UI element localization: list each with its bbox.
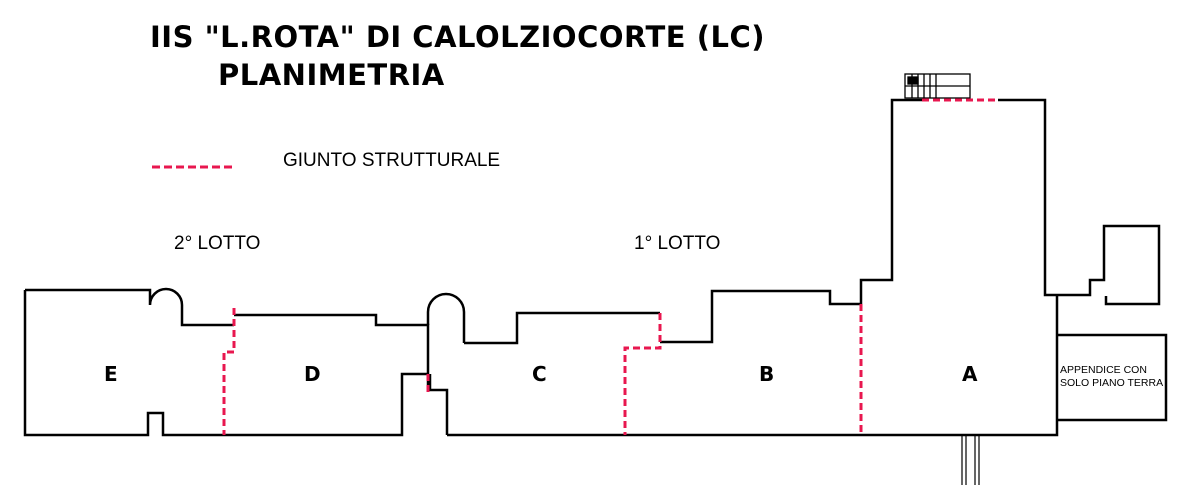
block-a-outline [859, 98, 1161, 437]
page-title: IIS "L.ROTA" DI CALOLZIOCORTE (LC) [150, 20, 765, 54]
block-label-a: A [962, 362, 978, 386]
joint-e-d [222, 308, 236, 435]
connector-dc-outline [426, 292, 466, 435]
block-e-outline [23, 287, 234, 437]
joint-c-b [623, 313, 662, 435]
lot-label-second: 2° LOTTO [174, 233, 261, 254]
appendix-label-line2: SOLO PIANO TERRA [1060, 377, 1164, 389]
lot-label-first: 1° LOTTO [634, 233, 721, 254]
appendix-label: APPENDICE CON SOLO PIANO TERRA [1060, 364, 1163, 390]
block-label-d: D [304, 362, 321, 386]
block-b-outline [625, 289, 861, 437]
block-label-b: B [759, 362, 775, 386]
legend-label: GIUNTO STRUTTURALE [283, 150, 501, 171]
appendix-outline [1057, 333, 1168, 422]
block-label-e: E [104, 362, 118, 386]
block-d-outline [223, 313, 430, 437]
exit-path [961, 435, 980, 485]
page-subtitle: PLANIMETRIA [218, 58, 445, 92]
block-c-outline [447, 311, 660, 437]
appendix-label-line1: APPENDICE CON [1060, 364, 1147, 376]
block-label-c: C [532, 362, 547, 386]
stair-icon [904, 73, 971, 99]
